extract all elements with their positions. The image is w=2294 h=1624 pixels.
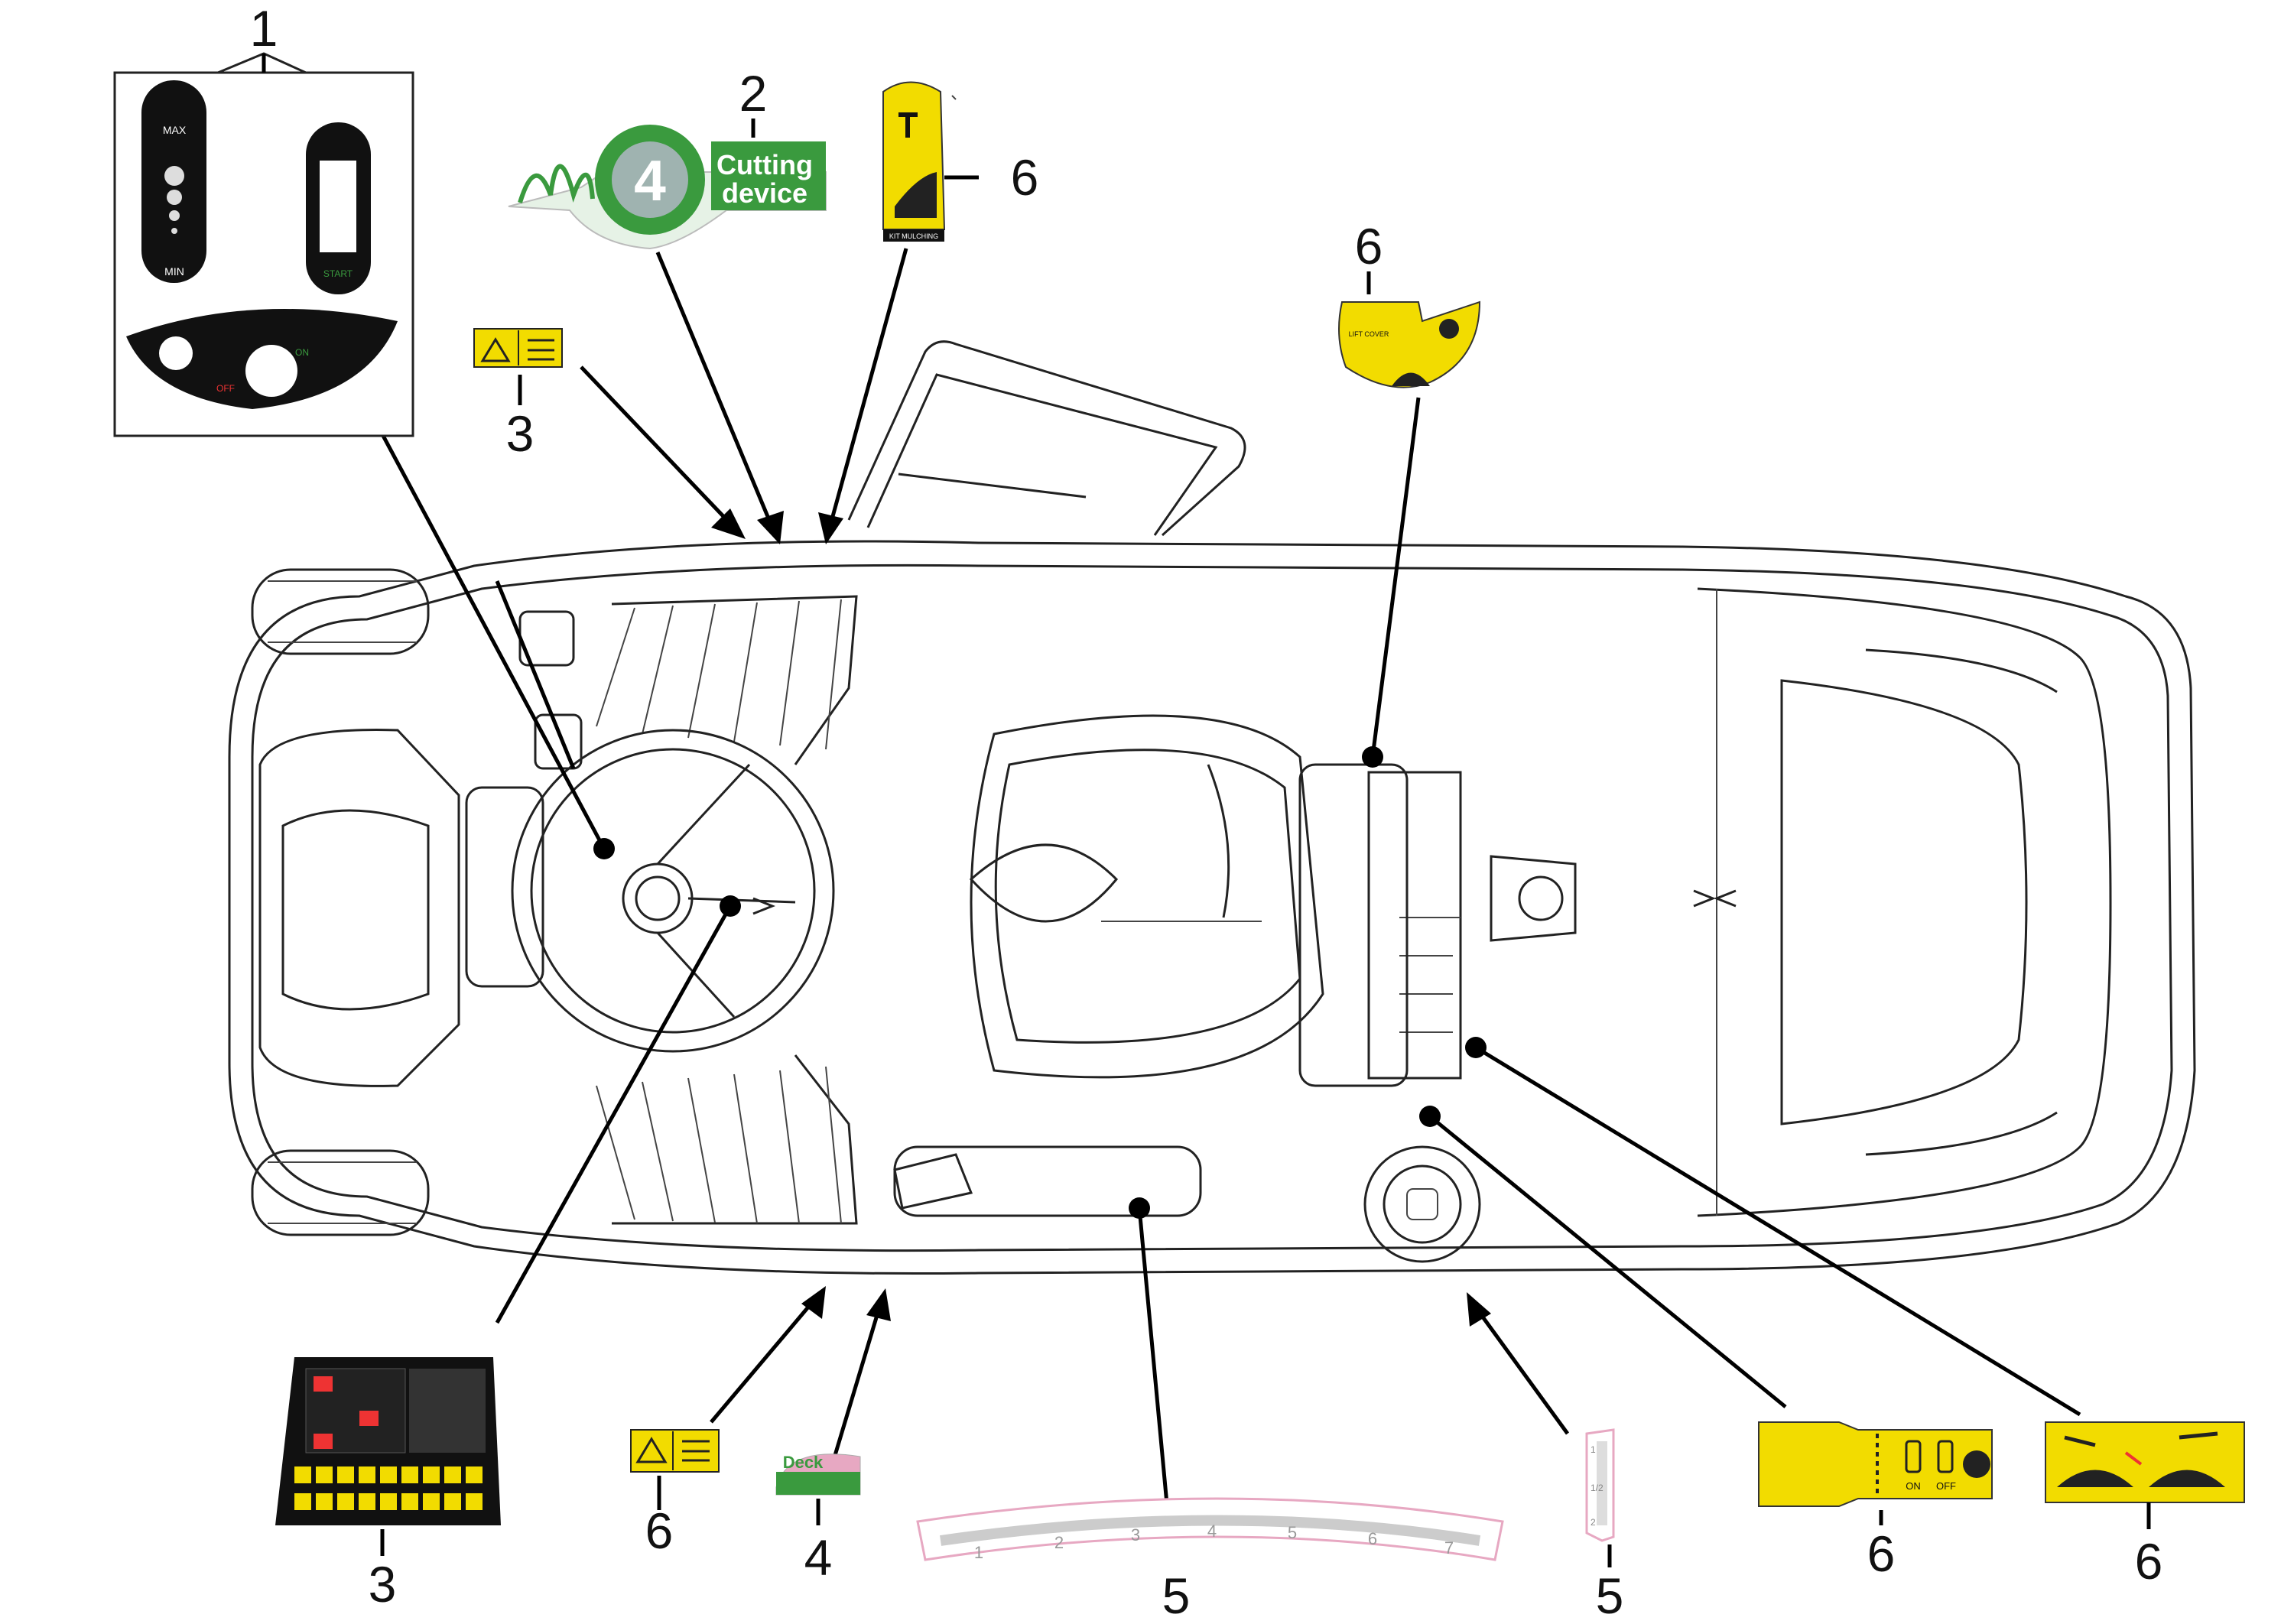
scale-mark-6: 6	[1368, 1529, 1377, 1548]
callout-6-right: 6	[1355, 218, 1383, 274]
decal-6-lift-cover: LIFT COVER	[1338, 300, 1481, 388]
decal-max-label: MAX	[163, 124, 187, 136]
lift-cover-label: LIFT COVER	[1349, 330, 1389, 338]
callout-1: 1	[250, 0, 278, 57]
scale-mark-1: 1	[974, 1543, 983, 1562]
scale-mark-2: 2	[1054, 1533, 1064, 1552]
strip-mark-half: 1/2	[1591, 1483, 1604, 1493]
kit-mulching-label: KIT MULCHING	[889, 232, 938, 240]
decal-start-label: START	[323, 268, 353, 279]
scale-mark-5: 5	[1288, 1523, 1297, 1542]
decal-min-label: MIN	[164, 265, 184, 278]
decal-5-height-scale: 1 2 3 4 5 6 7	[916, 1497, 1504, 1562]
callout-3-top: 3	[506, 405, 535, 462]
callout-numbers: 1 2 6 6 3 3 6 4 5 5 6 6	[250, 0, 2163, 1624]
decal-6-kit-mulching: KIT MULCHING	[882, 81, 957, 242]
callout-lines	[369, 248, 2081, 1538]
callout-4: 4	[804, 1529, 833, 1586]
scale-mark-4: 4	[1207, 1522, 1217, 1541]
cutting-number: 4	[634, 148, 666, 213]
decal-3-warning-top	[473, 328, 563, 368]
decal-2-cutting-device: 4 Cutting device	[508, 125, 827, 250]
callout-6-top: 6	[1011, 149, 1039, 206]
mower-body	[228, 340, 2196, 1275]
decal-6-tilt-warning	[2045, 1421, 2245, 1503]
callout-2: 2	[739, 65, 768, 122]
switch-off-label: OFF	[1936, 1480, 1956, 1492]
callout-3-bottom: 3	[369, 1556, 397, 1613]
strip-mark-1: 1	[1591, 1444, 1596, 1455]
callout-6-switch: 6	[1867, 1525, 1896, 1582]
strip-mark-2: 2	[1591, 1517, 1596, 1528]
cutting-line2: device	[722, 177, 807, 209]
scale-mark-7: 7	[1444, 1538, 1454, 1557]
callout-5-strip: 5	[1596, 1567, 1624, 1624]
decal-on-label: ON	[295, 347, 309, 358]
callout-stems	[262, 54, 2151, 1567]
callout-6-bottom: 6	[645, 1502, 674, 1559]
callout-6-tilt: 6	[2135, 1533, 2163, 1590]
decal-3-instruction-panel	[275, 1357, 501, 1525]
scale-mark-3: 3	[1131, 1525, 1140, 1544]
deck-label: Deck	[783, 1453, 824, 1472]
decal-4-deck: Deck	[775, 1453, 861, 1496]
cutting-line1: Cutting	[716, 149, 813, 180]
decal-1-dashboard-set: MAX MIN START OFF ON	[113, 52, 414, 437]
decal-6-on-off-switch: ON OFF	[1758, 1421, 1993, 1507]
switch-on-label: ON	[1906, 1480, 1921, 1492]
decal-5-vertical-strip: 1 1/2 2	[1585, 1428, 1615, 1542]
callout-5-scale: 5	[1162, 1567, 1191, 1624]
decal-off-label: OFF	[216, 383, 235, 394]
decal-6-warning-bottom	[630, 1429, 720, 1473]
